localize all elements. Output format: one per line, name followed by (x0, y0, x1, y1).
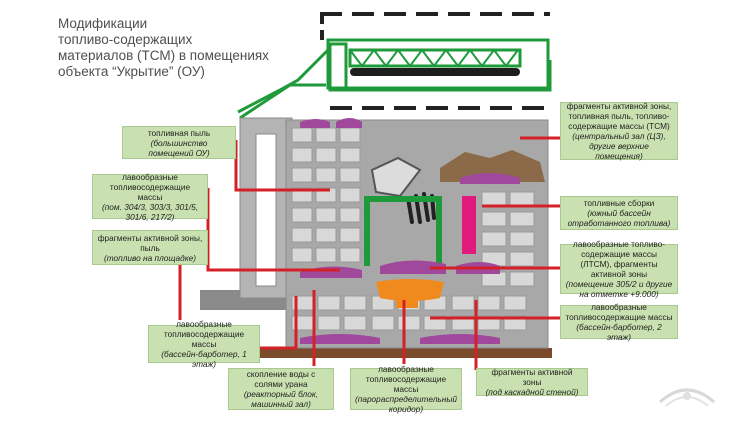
callout-fragments-cascade-note: (под каскадной стеной) (485, 387, 579, 397)
callout-fuel-assemblies: топливные сборки (южный бассейн отработа… (560, 196, 678, 230)
callout-fragments-platform: фрагменты активной зоны, пыль (топливо н… (92, 230, 208, 265)
callout-fragments-cascade: фрагменты активной зоны (под каскадной с… (476, 367, 588, 397)
callout-lava-bubbler-2: лавообразные топливосодержащие массы (ба… (560, 302, 678, 342)
callout-dust-main: топливная пыль (147, 127, 211, 138)
callout-fragments-platform-note: (топливо на площадке) (103, 252, 197, 263)
callout-fragments-platform-main: фрагменты активной зоны, пыль (97, 232, 203, 253)
callout-water-urane-main: скопление воды с солями урана (246, 369, 316, 389)
callout-fuel-assemblies-main: топливные сборки (583, 198, 655, 208)
callout-fragments-tsm-main: фрагменты активной зоны, топливная пыль,… (566, 101, 672, 131)
callout-lava-left-main: лавообразные топливосодержащие массы (109, 171, 191, 202)
roof-slope (239, 83, 326, 120)
callout-fragments-tsm: фрагменты активной зоны, топливная пыль,… (560, 101, 678, 161)
reactor-shaft-right (436, 196, 442, 266)
callout-lava-bubbler-1-note: (бассейн-барботер, 1 этаж) (161, 349, 247, 369)
callout-lava-steam-main: лавообразные топливосодержащие массы (365, 364, 447, 394)
callout-lava-bubbler-1: лавообразные топливосодержащие массы (ба… (148, 319, 260, 369)
callout-lava-bubbler-2-main: лавообразные топливосодержащие массы (565, 302, 673, 322)
callout-lava-ltsm-note: (помещение 305/2 и другие на отметке +9.… (565, 279, 673, 299)
callout-fragments-tsm-note: (центральный зал (ЦЗ), другие верхние по… (572, 131, 666, 161)
callout-dust-note: (большинство помещений ОУ) (148, 137, 210, 158)
lava-masses (300, 118, 520, 344)
watermark-logo (659, 388, 715, 407)
callout-lava-steam: лавообразные топливосодержащие массы (па… (350, 364, 462, 414)
reactor-shaft-left (364, 196, 370, 266)
orange-lava (376, 279, 444, 301)
fuel-channels (406, 192, 436, 224)
callout-water-urane-note: (реакторный блок, машинный зал) (243, 389, 319, 409)
roof-left-pier (328, 42, 348, 90)
callout-lava-left-note: (пом. 304/3, 303/3, 301/5, 301/6, 217/2) (101, 201, 199, 222)
callout-lava-ltsm: лавообразные топливо-содержащие массы (Л… (560, 239, 678, 299)
truss-zigzag (349, 48, 519, 68)
callout-fuel-assemblies-note: (южный бассейн отработанного топлива) (567, 208, 671, 228)
callout-lava-ltsm-main: лавообразные топливо-содержащие массы (Л… (572, 239, 666, 279)
roof-pipe (350, 68, 520, 76)
callout-water-urane: скопление воды с солями урана (реакторны… (228, 368, 334, 410)
leader-lines (178, 136, 560, 370)
callout-lava-bubbler-1-main: лавообразные топливосодержащие массы (163, 319, 245, 349)
left-column (255, 133, 277, 287)
callout-dust: топливная пыль (большинство помещений ОУ… (122, 126, 236, 159)
callout-lava-left: лавообразные топливосодержащие массы (по… (92, 171, 208, 222)
ground-base (240, 348, 552, 358)
fuel-pool (462, 196, 476, 254)
diagram-title: Модификации топливо-содержащих материало… (58, 16, 269, 79)
callout-lava-bubbler-2-note: (бассейн-барботер, 2 этаж) (576, 322, 662, 342)
callout-fragments-cascade-main: фрагменты активной зоны (491, 367, 573, 387)
reactor-shaft-top (364, 196, 442, 202)
orange-drip (396, 298, 418, 308)
rubble-pile (440, 150, 545, 182)
callout-lava-steam-note: (парораспределительный коридор) (355, 394, 458, 414)
upper-reactor-plate (370, 156, 422, 198)
